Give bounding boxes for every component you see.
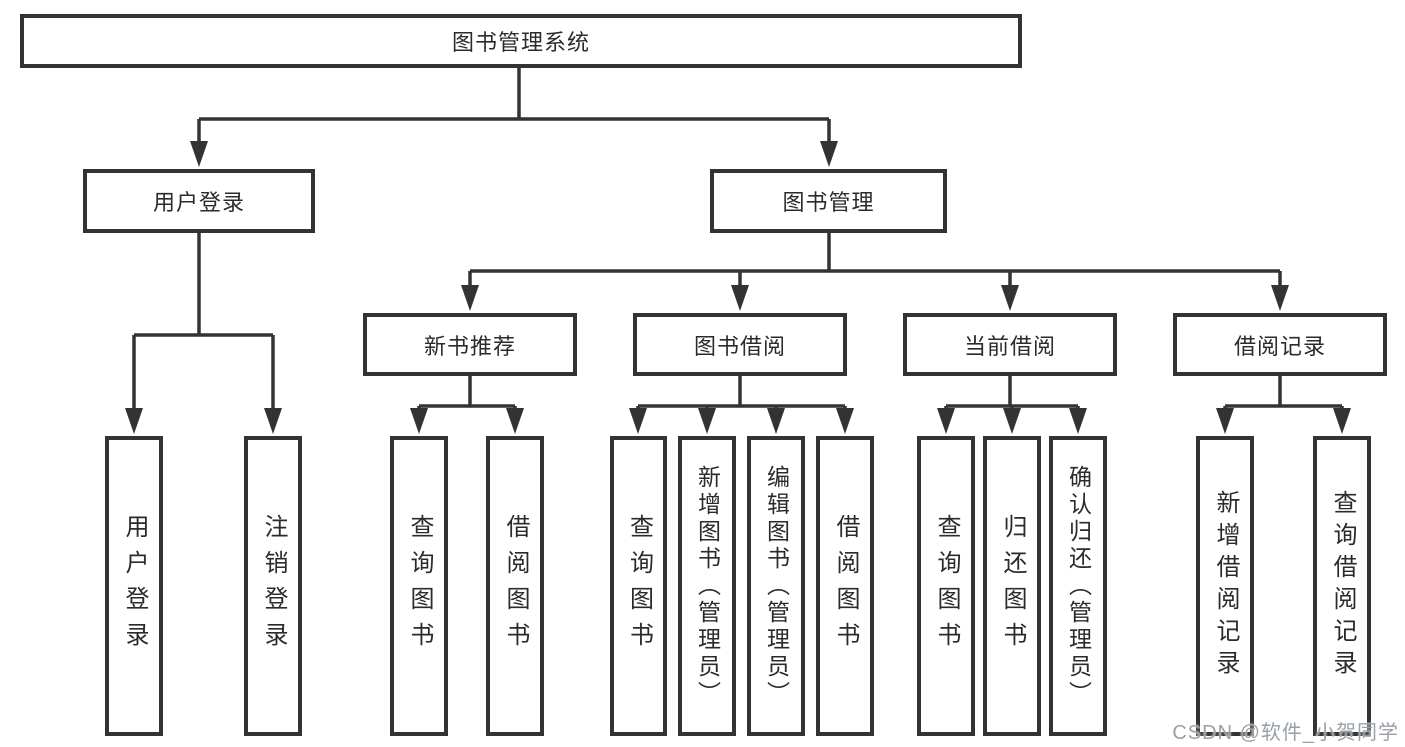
node-label: 借阅图书 <box>832 514 859 658</box>
arrowhead <box>1001 285 1019 311</box>
arrowhead <box>767 408 785 434</box>
arrowhead <box>264 408 282 434</box>
node-borrowing-records: 借阅记录 <box>1173 313 1387 376</box>
node-label: 查询图书 <box>625 514 653 658</box>
arrowhead <box>1333 408 1351 434</box>
leaf-borrow-books: 借阅图书 <box>486 436 544 736</box>
node-label: 用户登录 <box>152 190 245 215</box>
node-new-book-recommendation: 新书推荐 <box>363 313 577 376</box>
node-label: 借阅图书 <box>502 514 529 658</box>
node-current-borrowing: 当前借阅 <box>903 313 1117 376</box>
watermark: CSDN @软件_小贺同学 <box>1172 722 1399 744</box>
node-label: 确认归还（管理员） <box>1065 464 1092 708</box>
leaf-add-book-admin: 新增图书（管理员） <box>678 436 736 736</box>
leaf-user-login: 用户登录 <box>105 436 163 736</box>
node-label: 新书推荐 <box>423 333 516 359</box>
node-label: 注销登录 <box>260 514 287 658</box>
arrowheads <box>125 141 1351 434</box>
arrowhead <box>1271 285 1289 311</box>
node-label: 查询图书 <box>933 514 960 658</box>
node-label: 图书管理系统 <box>451 30 590 55</box>
node-user-login: 用户登录 <box>83 169 315 233</box>
node-label: 图书借阅 <box>693 333 786 359</box>
arrowhead <box>820 141 838 167</box>
leaf-logout: 注销登录 <box>244 436 302 736</box>
arrowhead <box>836 408 854 434</box>
arrowhead <box>190 141 208 167</box>
leaf-query-borrow-record: 查询借阅记录 <box>1313 436 1371 736</box>
arrowhead <box>506 408 524 434</box>
arrowhead <box>629 408 647 434</box>
node-label: 归还图书 <box>999 514 1026 658</box>
node-book-borrowing: 图书借阅 <box>633 313 847 376</box>
node-library-management-system: 图书管理系统 <box>20 14 1022 68</box>
arrowhead <box>125 408 143 434</box>
leaf-query-books: 查询图书 <box>610 436 667 736</box>
arrowhead <box>731 285 749 311</box>
leaf-edit-book-admin: 编辑图书（管理员） <box>747 436 805 736</box>
node-label: 用户登录 <box>121 514 148 658</box>
arrowhead <box>1069 408 1087 434</box>
node-label: 新增图书（管理员） <box>694 464 721 708</box>
arrowhead <box>937 408 955 434</box>
leaf-confirm-return-admin: 确认归还（管理员） <box>1049 436 1107 736</box>
node-label: 查询借阅记录 <box>1329 490 1356 682</box>
leaf-add-borrow-record: 新增借阅记录 <box>1196 436 1254 736</box>
arrowhead <box>1216 408 1234 434</box>
arrowhead <box>461 285 479 311</box>
leaf-borrow-books: 借阅图书 <box>816 436 874 736</box>
node-book-management: 图书管理 <box>710 169 947 233</box>
node-label: 查询图书 <box>406 514 433 658</box>
arrowhead <box>698 408 716 434</box>
leaf-query-books: 查询图书 <box>390 436 448 736</box>
leaf-query-books: 查询图书 <box>917 436 975 736</box>
node-label: 当前借阅 <box>963 333 1056 359</box>
node-label: 图书管理 <box>782 190 875 215</box>
node-label: 新增借阅记录 <box>1212 490 1239 682</box>
node-label: 借阅记录 <box>1233 333 1326 359</box>
arrowhead <box>410 408 428 434</box>
node-label: 编辑图书（管理员） <box>763 464 790 708</box>
arrowhead <box>1003 408 1021 434</box>
leaf-return-book: 归还图书 <box>983 436 1041 736</box>
